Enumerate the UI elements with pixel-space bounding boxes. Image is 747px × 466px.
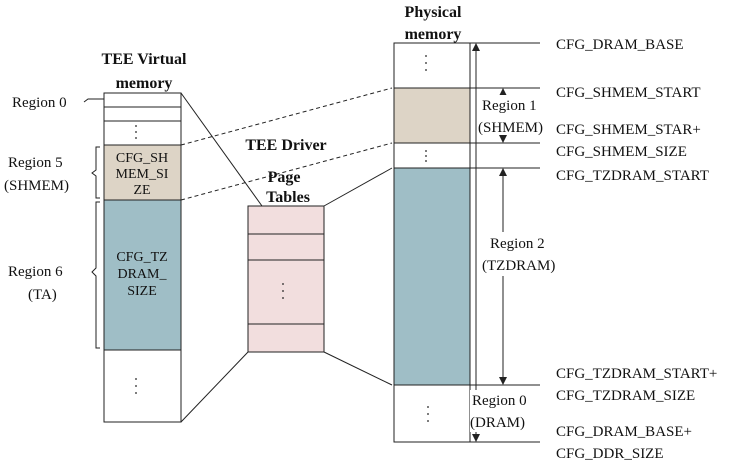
- virtual-shmem-text-1: CFG_SH: [116, 151, 168, 166]
- cfg-ddr-size-label: CFG_DDR_SIZE: [556, 446, 664, 462]
- region0-label-bg: [470, 390, 536, 432]
- cfg-tzdram-start-label: CFG_TZDRAM_START: [556, 168, 709, 184]
- region1-label-bg: [479, 95, 549, 135]
- page-table-row-1: [247, 205, 325, 235]
- physical-region0-label-line1: Region 0: [472, 393, 527, 409]
- virtual-row-region0: [103, 92, 182, 108]
- physical-row-top: [393, 42, 471, 89]
- physical-region2-label-line1: Region 2: [490, 236, 545, 252]
- virtual-memory-stack: [103, 92, 182, 423]
- physical-ellipsis-bottom: [427, 406, 429, 422]
- page-table-row-ellipsis: [247, 259, 325, 325]
- virtual-tzdram-text-3: SIZE: [127, 284, 157, 299]
- virtual-region5-label-line2: (SHMEM): [4, 178, 69, 194]
- physical-ellipsis-mid: [425, 150, 427, 162]
- mapping-line-virtual-top: [180, 92, 263, 207]
- region2-label-bg: [477, 232, 567, 276]
- physical-row-gap: [393, 142, 471, 169]
- physical-row-bottom: [393, 384, 471, 443]
- virtual-row-2: [103, 106, 182, 122]
- virtual-shmem-block: [103, 144, 182, 201]
- virtual-region5-label-line1: Region 5: [8, 155, 63, 171]
- virtual-memory-title-line2: memory: [116, 75, 173, 92]
- page-tables-label-line1: Page: [268, 169, 301, 186]
- virtual-ellipsis-top: [135, 125, 137, 139]
- shmem-mapping-line-top: [180, 87, 393, 146]
- physical-region1-label-line1: Region 1: [482, 98, 537, 114]
- physical-memory-title-line1: Physical: [405, 4, 462, 21]
- page-tables-stack: [247, 205, 325, 353]
- page-table-ellipsis: [282, 283, 284, 299]
- region5-bracket: [91, 146, 100, 199]
- virtual-region6-label-line1: Region 6: [8, 264, 63, 280]
- cfg-shmem-start-plus-label: CFG_SHMEM_STAR+: [556, 122, 701, 138]
- page-table-row-last: [247, 323, 325, 353]
- cfg-shmem-start-label: CFG_SHMEM_START: [556, 85, 701, 101]
- cfg-tzdram-start-plus-label: CFG_TZDRAM_START+: [556, 366, 717, 382]
- physical-memory-stack: [393, 42, 471, 443]
- physical-shmem-block: [393, 87, 471, 144]
- mapping-line-physical-top: [323, 167, 393, 207]
- physical-region0-label-line2: (DRAM): [470, 415, 525, 431]
- virtual-tzdram-text-1: CFG_TZ: [116, 250, 167, 265]
- physical-region2-label-line2: (TZDRAM): [482, 258, 555, 274]
- tee-driver-title: TEE Driver: [245, 137, 326, 154]
- cfg-dram-base-label: CFG_DRAM_BASE: [556, 37, 684, 53]
- virtual-region6-label-line2: (TA): [28, 287, 57, 303]
- cfg-tzdram-size-label: CFG_TZDRAM_SIZE: [556, 388, 695, 404]
- region6-bracket: [91, 201, 100, 349]
- virtual-tzdram-block: [103, 199, 182, 351]
- virtual-row-bottom: [103, 349, 182, 423]
- physical-ellipsis-top: [425, 55, 427, 71]
- virtual-ellipsis-bottom: [135, 378, 137, 394]
- cfg-shmem-size-label: CFG_SHMEM_SIZE: [556, 144, 687, 160]
- page-tables-label-line2: Tables: [266, 189, 310, 206]
- cfg-dram-base-plus-label: CFG_DRAM_BASE+: [556, 424, 692, 440]
- physical-memory-title-line2: memory: [405, 26, 462, 43]
- page-table-row-2: [247, 233, 325, 261]
- virtual-tzdram-text-2: DRAM_: [117, 267, 167, 282]
- mapping-line-virtual-bottom: [180, 351, 249, 423]
- region0-bracket: [83, 98, 104, 103]
- virtual-region0-label: Region 0: [12, 95, 67, 111]
- physical-tzdram-block: [393, 167, 471, 386]
- virtual-memory-title-line1: TEE Virtual: [102, 51, 187, 68]
- virtual-shmem-text-3: ZE: [133, 183, 150, 198]
- mapping-line-physical-bottom: [323, 351, 393, 386]
- shmem-mapping-line-bottom: [180, 142, 393, 201]
- virtual-shmem-text-2: MEM_SI: [116, 167, 169, 182]
- virtual-row-ellipsis: [103, 120, 182, 146]
- physical-region1-label-line2: (SHMEM): [478, 120, 543, 136]
